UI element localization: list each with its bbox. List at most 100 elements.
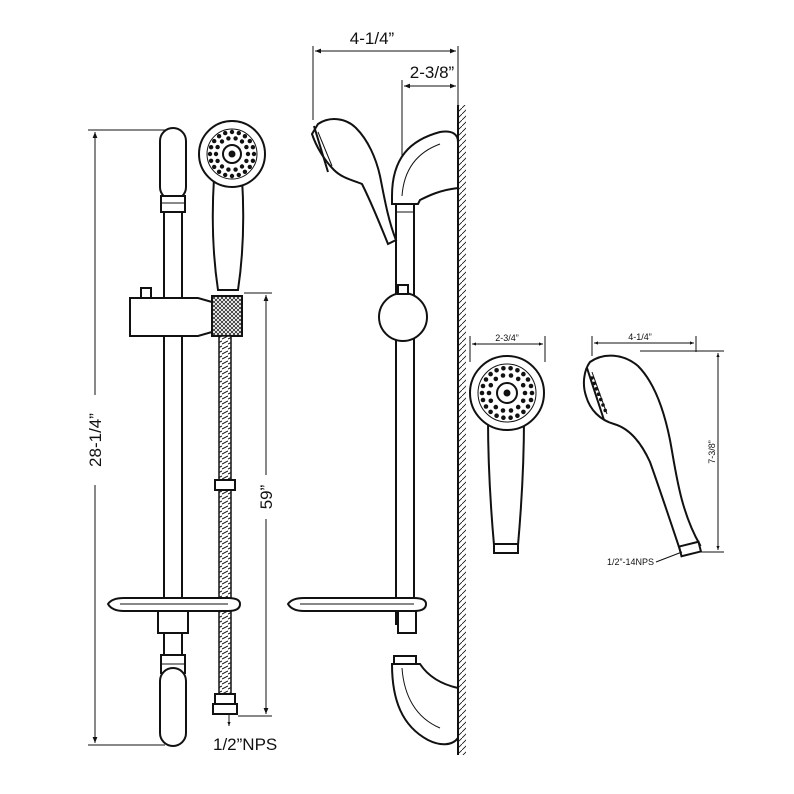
nozzle-dot	[525, 404, 531, 409]
nozzle-dot	[251, 151, 257, 157]
nozzle-dot	[242, 169, 248, 174]
nozzle-dot	[207, 151, 213, 157]
hose-length-label: 59”	[257, 484, 276, 509]
overall-height-label: 28-1/4”	[86, 413, 105, 467]
nozzle-dot	[215, 144, 220, 150]
side-handshower	[310, 118, 398, 246]
nozzle-dot	[529, 390, 535, 396]
nozzle-dot	[479, 390, 485, 396]
nozzle-dot	[528, 397, 534, 403]
nozzle-dot	[590, 376, 594, 380]
nozzle-dot	[601, 403, 605, 407]
nozzle-dot	[522, 390, 528, 396]
nozzle-dot	[515, 376, 521, 382]
nozzle-dot	[247, 138, 252, 144]
face-width-label: 2-3/4”	[495, 333, 519, 343]
nozzle-dot	[229, 173, 235, 179]
detail-handshower-side: 4-1/4” 7-3/8” 1/2”-14NPS	[582, 332, 724, 567]
nozzle-dot	[494, 413, 499, 419]
nozzle-dot	[508, 373, 514, 378]
nozzle-dot	[521, 371, 526, 377]
nozzle-dot	[215, 158, 220, 164]
nozzle-dot	[501, 366, 506, 371]
slider-holder	[129, 297, 213, 337]
nozzle-dot	[212, 138, 217, 144]
nozzle-dot	[219, 164, 225, 169]
nozzle-dot	[229, 129, 235, 135]
nozzle-dot	[594, 387, 599, 391]
nozzle-dot	[603, 408, 607, 413]
nozzle-dot	[493, 376, 499, 382]
nozzle-dot	[488, 382, 494, 388]
nozzle-dot	[244, 158, 249, 164]
side-slide-bar	[395, 203, 415, 625]
nozzle-dot	[508, 366, 513, 371]
nozzle-dot	[483, 404, 489, 409]
nozzle-dot	[480, 383, 486, 389]
nozzle-dot	[520, 398, 526, 404]
side-view: 4-1/4” 2-3/8”	[286, 29, 466, 755]
nozzle-dot	[223, 130, 228, 136]
detail-side-nozzles	[590, 376, 607, 413]
thread-leader	[655, 551, 683, 563]
nozzle-dot	[236, 172, 241, 178]
nozzle-dot	[245, 151, 251, 157]
detail-side-body	[582, 354, 702, 552]
side-bottom-bracket	[390, 663, 459, 746]
nozzle-dot	[223, 172, 228, 178]
nozzle-dot	[500, 408, 506, 413]
nozzle-dot	[488, 409, 493, 415]
wall-hatch	[458, 105, 466, 755]
nozzle-dot	[488, 371, 493, 377]
nozzle-dot	[596, 392, 601, 397]
nozzle-dot	[508, 415, 513, 421]
nozzle-dot	[515, 413, 520, 419]
detail-front-handle	[486, 417, 526, 546]
nozzle-dot	[520, 382, 526, 388]
nozzle-dot	[244, 144, 249, 150]
nozzle-dot	[236, 130, 241, 136]
bottom-wall-bracket	[159, 667, 187, 747]
projection-wall-label: 2-3/8”	[410, 63, 455, 82]
nozzle-dot	[493, 404, 499, 410]
nozzle-dot	[515, 368, 520, 373]
side-top-bracket	[391, 130, 459, 205]
nozzle-dot	[233, 167, 238, 172]
nozzle-dot	[486, 390, 492, 396]
nozzle-dot	[483, 377, 489, 382]
handshower-height-label: 7-3/8”	[707, 440, 717, 464]
nozzle-dot	[216, 134, 222, 139]
nozzle-dot	[488, 398, 494, 404]
nozzle-dot	[233, 136, 238, 141]
hose-thread-label: 1/2”NPS	[213, 735, 277, 754]
nozzle-dot	[208, 145, 214, 150]
front-view: 28-1/4” 59” 1/2”NPS	[78, 120, 279, 754]
nozzle-dot	[213, 151, 219, 157]
nozzle-dot	[216, 169, 222, 174]
handshower-thread-label: 1/2”-14NPS	[607, 557, 654, 567]
detail-handshower-front: 2-3/4”	[469, 333, 546, 554]
nozzle-dot	[239, 164, 245, 169]
projection-total-label: 4-1/4”	[350, 29, 395, 48]
nozzle-dot	[250, 145, 256, 150]
nozzle-dot	[219, 139, 225, 144]
depth-label: 4-1/4”	[628, 332, 652, 342]
holder-knurled-grip	[211, 295, 243, 337]
nozzle-dot	[480, 397, 486, 403]
nozzle-dot	[528, 383, 534, 389]
nozzle-dot	[508, 408, 514, 413]
nozzle-dot	[250, 158, 256, 163]
nozzle-dot	[494, 368, 499, 373]
nozzle-dot	[208, 158, 214, 163]
nozzle-dot	[247, 164, 252, 170]
side-slider-knob	[378, 292, 428, 342]
handshower-front-handle	[211, 177, 245, 291]
nozzle-dot	[226, 167, 231, 172]
nozzle-dot	[242, 134, 248, 139]
top-wall-bracket	[159, 127, 187, 201]
nozzle-dot	[501, 415, 506, 421]
nozzle-dot	[599, 397, 603, 402]
nozzle-dot	[521, 409, 526, 415]
